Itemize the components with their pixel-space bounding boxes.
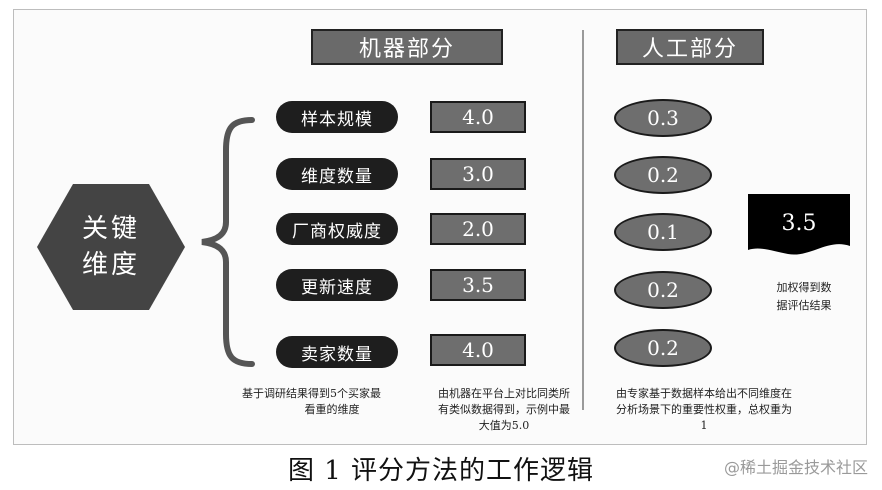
document-shape (748, 194, 850, 255)
dimension-pill-vendor-authority: 厂商权威度 (276, 213, 398, 245)
human-weight-ellipse: 0.2 (614, 156, 712, 194)
dimension-pill-dimension-count: 维度数量 (276, 158, 398, 190)
dimensions-note: 基于调研结果得到5个买家最 看重的维度 (242, 387, 381, 416)
figure-caption: 图 1 评分方法的工作逻辑 (287, 456, 595, 486)
human-weight-ellipse: 0.2 (614, 271, 712, 309)
dimension-pill-sample-size: 样本规模 (276, 101, 398, 133)
machine-score-box: 2.0 (430, 213, 526, 245)
dimension-pill-seller-count: 卖家数量 (276, 336, 398, 368)
curly-brace (201, 117, 255, 367)
machine-note: 由机器在平台上对比同类所 有类似数据得到，示例中最 大值为5.0 (438, 387, 570, 432)
human-weight-ellipse: 0.3 (614, 99, 712, 137)
weighted-result-box: 3.5 (748, 194, 850, 258)
key-dimension-line1: 关键 (81, 214, 140, 244)
key-dimension-line2: 维度 (81, 250, 140, 280)
machine-score-box: 3.0 (430, 158, 526, 190)
key-dimension-hexagon: 关键 维度 (35, 182, 187, 312)
machine-score-box: 4.0 (430, 101, 526, 133)
section-divider (582, 30, 584, 410)
human-weight-ellipse: 0.2 (614, 329, 712, 367)
human-section-header: 人工部分 (616, 29, 764, 65)
human-note: 由专家基于数据样本给出不同维度在 分析场景下的重要性权重，总权重为 1 (616, 387, 792, 432)
human-weight-ellipse: 0.1 (614, 213, 712, 251)
machine-score-box: 3.5 (430, 269, 526, 301)
machine-section-header: 机器部分 (311, 29, 503, 65)
machine-score-box: 4.0 (430, 334, 526, 366)
result-label: 加权得到数 据评估结果 (776, 281, 832, 312)
hexagon-shape (37, 184, 185, 310)
watermark: @稀土掘金技术社区 (723, 458, 868, 477)
weighted-result-value: 3.5 (781, 210, 817, 236)
dimension-pill-update-speed: 更新速度 (276, 269, 398, 301)
